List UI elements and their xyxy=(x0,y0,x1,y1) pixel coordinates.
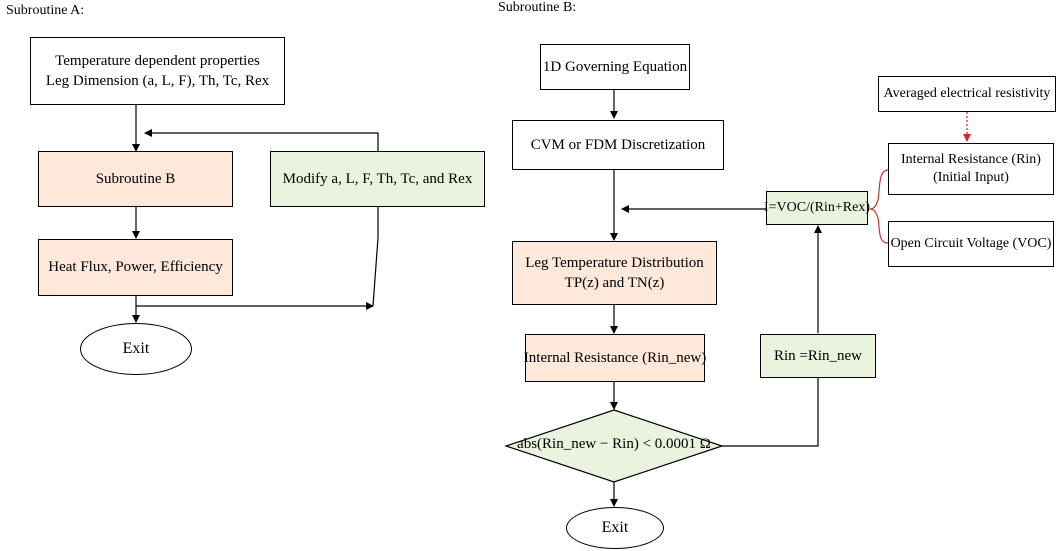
properties-box: Temperature dependent properties Leg Dim… xyxy=(30,37,285,105)
exit-b-label: Exit xyxy=(601,519,629,536)
resistivity-label: Averaged electrical resistivity xyxy=(883,85,1051,101)
resistance-update-box: Rin =Rin_new xyxy=(760,334,876,378)
current-equation-label: I=VOC/(Rin+Rex) xyxy=(764,199,871,215)
resistance-update-label: Rin =Rin_new xyxy=(773,347,863,364)
exit-a-terminal: Exit xyxy=(80,323,192,375)
heat-flux-label: Heat Flux, Power, Efficiency xyxy=(48,259,223,276)
discretization-label: CVM or FDM Discretization xyxy=(530,136,706,153)
open-circuit-voltage-box: Open Circuit Voltage (VOC) xyxy=(888,221,1054,267)
decision-label: abs(Rin_new − Rin) < 0.0001 Ω xyxy=(517,436,711,452)
internal-resistance-initial-box: Internal Resistance (Rin) (Initial Input… xyxy=(888,143,1054,195)
internal-resistance-initial-line-2: (Initial Input) xyxy=(933,170,1009,185)
subroutine-a-title: Subroutine A: xyxy=(6,3,85,18)
governing-equation-box: 1D Governing Equation xyxy=(540,44,690,90)
exit-b-terminal: Exit xyxy=(566,507,664,549)
heat-flux-box: Heat Flux, Power, Efficiency xyxy=(38,239,233,296)
subroutine-b-label: Subroutine B xyxy=(95,170,176,187)
leg-temperature-line-2: TP(z) and TN(z) xyxy=(564,275,665,291)
current-equation-box: I=VOC/(Rin+Rex) xyxy=(764,191,871,225)
internal-resistance-new-label: Internal Resistance (Rin_new) xyxy=(523,349,707,366)
modify-label: Modify a, L, F, Th, Tc, and Rex xyxy=(282,170,473,187)
subroutine-b-title: Subroutine B: xyxy=(498,0,577,15)
leg-temperature-line-1: Leg Temperature Distribution xyxy=(525,254,704,271)
properties-line-1: Temperature dependent properties xyxy=(55,52,260,69)
resistivity-box: Averaged electrical resistivity xyxy=(878,76,1056,112)
exit-a-label: Exit xyxy=(122,340,150,357)
internal-resistance-initial-line-1: Internal Resistance (Rin) xyxy=(901,151,1041,167)
input-brace xyxy=(869,169,889,244)
line-modify-up xyxy=(372,237,379,307)
properties-line-2: Leg Dimension (a, L, F), Th, Tc, Rex xyxy=(45,73,270,89)
subroutine-b-box: Subroutine B xyxy=(38,151,233,207)
governing-equation-label: 1D Governing Equation xyxy=(542,58,688,75)
open-circuit-voltage-label: Open Circuit Voltage (VOC) xyxy=(890,235,1052,251)
decision-diamond xyxy=(504,409,724,483)
line-decision-to-update xyxy=(722,378,819,447)
modify-box: Modify a, L, F, Th, Tc, and Rex xyxy=(270,151,485,207)
discretization-box: CVM or FDM Discretization xyxy=(512,120,724,170)
internal-resistance-new-box: Internal Resistance (Rin_new) xyxy=(523,334,707,382)
leg-temperature-box: Leg Temperature Distribution TP(z) and T… xyxy=(512,241,717,305)
